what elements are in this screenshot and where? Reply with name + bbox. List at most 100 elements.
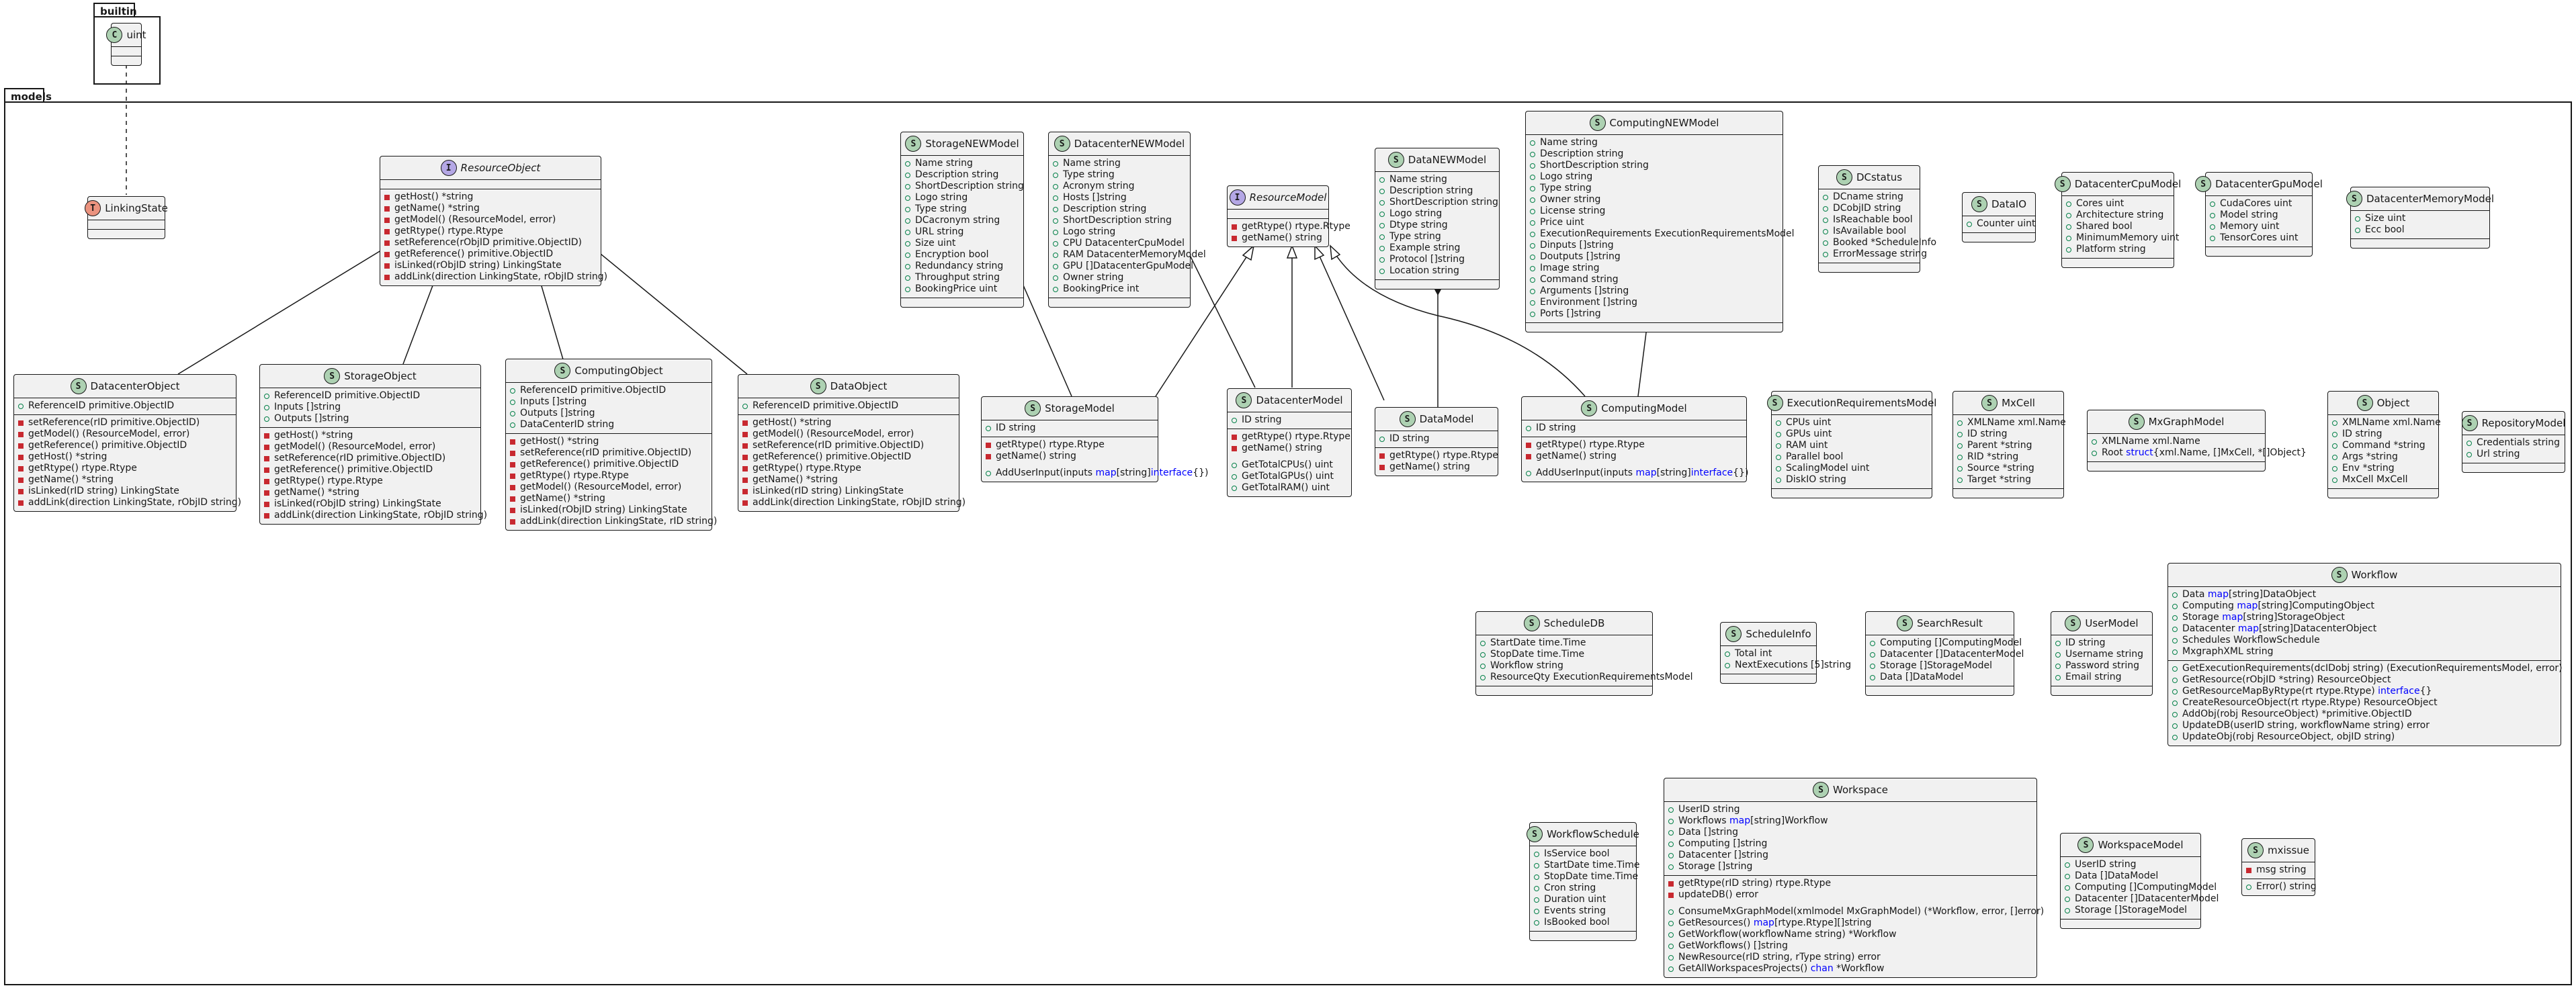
member-row: Type string — [905, 204, 1019, 215]
methods-section — [1772, 488, 1932, 498]
public-visibility-icon — [1232, 485, 1237, 491]
member-row: getModel() (ResourceModel, error) — [384, 214, 597, 226]
member-text: IsReachable bool — [1833, 214, 1913, 225]
member-row: ScalingModel uint — [1776, 463, 1928, 474]
member-row: AddObj(robj ResourceObject) *primitive.O… — [2172, 709, 2557, 720]
member-row: getName() *string — [384, 203, 597, 214]
public-visibility-icon — [2172, 723, 2178, 729]
public-visibility-icon — [1957, 420, 1963, 426]
member-text: getName() string — [1389, 461, 1470, 472]
member-row: getReference() primitive.ObjectID — [18, 440, 232, 451]
member-row: Location string — [1379, 265, 1495, 277]
class-name: SearchResult — [1917, 617, 1983, 629]
member-text: Image string — [1540, 263, 1600, 273]
member-text: Data []DataModel — [1880, 672, 1964, 682]
public-visibility-icon — [1379, 177, 1385, 183]
member-text: RID *string — [1967, 451, 2019, 462]
member-row: ConsumeMxGraphModel(xmlmodel MxGraphMode… — [1668, 906, 2044, 917]
member-text: TensorCores uint — [2220, 232, 2299, 243]
public-visibility-icon — [1379, 199, 1385, 206]
member-row: Owner string — [1053, 272, 1186, 283]
member-text: Total int — [1735, 648, 1772, 659]
public-visibility-icon — [2466, 451, 2472, 457]
member-row: ReferenceID primitive.ObjectID — [18, 400, 232, 412]
private-visibility-icon — [510, 450, 515, 456]
member-row: TensorCores uint — [2210, 232, 2308, 244]
member-text: Logo string — [915, 192, 968, 203]
struct-badge-icon: S — [2195, 176, 2212, 192]
member-text: Data []DataModel — [2075, 870, 2159, 881]
public-visibility-icon — [1232, 474, 1237, 480]
class-name: MxGraphModel — [2148, 415, 2225, 428]
methods-section — [1953, 488, 2063, 498]
member-text: License string — [1540, 206, 1606, 216]
member-text: Outputs []string — [520, 408, 595, 418]
public-visibility-icon — [1823, 228, 1828, 234]
private-visibility-icon — [510, 484, 515, 490]
member-row: setReference(rID primitive.ObjectID) — [264, 453, 476, 464]
member-row: Data []DataModel — [2065, 870, 2196, 882]
public-visibility-icon — [1530, 174, 1535, 180]
member-row: StopDate time.Time — [1534, 871, 1638, 883]
member-row: Description string — [1379, 185, 1495, 197]
public-visibility-icon — [1668, 909, 1674, 915]
class-name: ComputingModel — [1601, 402, 1687, 414]
member-text: getRtype() rtype.Rtype — [394, 226, 503, 236]
struct-badge-icon: S — [554, 363, 571, 379]
member-row: Name string — [1053, 158, 1186, 169]
struct-badge-icon: S — [1813, 782, 1829, 798]
member-row: IsAvailable bool — [1823, 226, 1916, 237]
class-name: LinkingState — [105, 201, 168, 214]
member-row: Throughput string — [905, 272, 1019, 283]
member-text: Type string — [915, 204, 967, 214]
public-visibility-icon — [2172, 677, 2178, 683]
public-visibility-icon — [2172, 615, 2178, 621]
member-text: Description string — [1540, 148, 1624, 159]
attributes-section: ID string — [1228, 412, 1351, 429]
member-text: isLinked(rObjID string) LinkingState — [394, 260, 562, 271]
private-visibility-icon — [1232, 235, 1237, 241]
public-visibility-icon — [1668, 954, 1674, 960]
member-text: Logo string — [1063, 226, 1116, 237]
member-text: BookingPrice uint — [915, 283, 998, 294]
member-row: Memory uint — [2210, 221, 2308, 232]
public-visibility-icon — [905, 195, 910, 201]
member-row: Storage map[string]StorageObject — [2172, 612, 2557, 623]
public-visibility-icon — [2332, 431, 2337, 437]
member-row: RID *string — [1957, 451, 2059, 463]
inheritance-edges — [177, 235, 1586, 401]
methods-section — [901, 298, 1023, 307]
member-row: GetWorkflows() []string — [1668, 940, 2032, 952]
member-text: Computing []ComputingModel — [2075, 882, 2217, 893]
member-row: Events string — [1534, 905, 1632, 917]
member-row: Type string — [1379, 231, 1495, 242]
public-visibility-icon — [2065, 896, 2070, 902]
member-row: CreateResourceObject(rt rtype.Rtype) Res… — [2172, 697, 2557, 709]
member-separator — [1526, 462, 1742, 467]
public-visibility-icon — [1530, 185, 1535, 191]
member-row: getRtype() rtype.Rtype — [510, 470, 707, 482]
public-visibility-icon — [986, 425, 991, 431]
private-visibility-icon — [18, 465, 24, 471]
struct-badge-icon: S — [1836, 169, 1852, 185]
class-name: DatacenterModel — [1256, 394, 1343, 406]
methods-section — [2351, 238, 2489, 248]
interface-badge-icon: I — [1229, 189, 1246, 206]
public-visibility-icon — [1823, 206, 1828, 212]
member-row: DCobjID string — [1823, 203, 1916, 214]
member-row: Datacenter []string — [1668, 850, 2032, 861]
member-text: Root struct{xml.Name, []MxCell, *[]Objec… — [2102, 447, 2307, 458]
member-row: getHost() *string — [264, 430, 476, 441]
member-text: ExecutionRequirements ExecutionRequireme… — [1540, 228, 1795, 239]
member-text: Hosts []string — [1063, 192, 1127, 203]
attributes-section: msg string — [2242, 862, 2315, 879]
